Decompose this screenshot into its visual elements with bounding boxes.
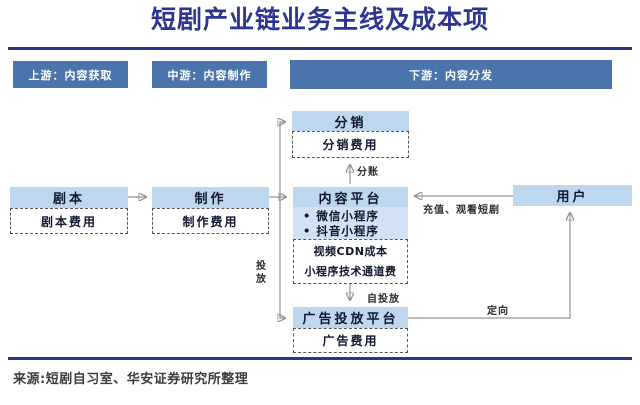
cost-video-cdn: 视频CDN成本: [313, 244, 388, 258]
node-distribution: 分销 分销费用: [292, 111, 409, 158]
edge-branch-to-distribution: [280, 122, 285, 197]
node-distribution-cost: 分销费用: [292, 131, 409, 158]
edge-branch-to-adplatform: [280, 197, 285, 318]
segment-downstream-label: 下游：内容分发: [409, 68, 493, 82]
segment-upstream-label: 上游：内容获取: [28, 68, 113, 82]
bottom-rule: [8, 357, 632, 360]
node-ad-platform-title: 广告投放平台: [293, 307, 408, 328]
node-ad-platform: 广告投放平台 广告费用: [293, 307, 408, 353]
channel-wechat-miniprogram: 微信小程序: [303, 209, 408, 224]
node-distribution-title: 分销: [292, 111, 409, 131]
edge-label-revenue-share: 分账: [357, 167, 379, 178]
channel-douyin-miniprogram: 抖音小程序: [303, 224, 408, 239]
segment-midstream-label: 中游：内容制作: [167, 68, 252, 82]
segment-upstream: 上游：内容获取: [13, 61, 128, 88]
source-note: 来源:短剧自习室、华安证券研究所整理: [13, 372, 249, 387]
node-script: 剧本 剧本费用: [10, 187, 128, 234]
node-content-platform-channels: 微信小程序 抖音小程序: [293, 207, 408, 239]
node-content-platform: 内容平台 微信小程序 抖音小程序 视频CDN成本 小程序技术通道费: [293, 187, 408, 284]
edge-label-placement: 投放: [256, 261, 267, 285]
figure-title: 短剧产业链业务主线及成本项: [150, 5, 489, 34]
node-production-title: 制作: [152, 187, 269, 208]
segment-downstream: 下游：内容分发: [290, 60, 612, 89]
node-ad-platform-cost: 广告费用: [293, 328, 408, 353]
cost-miniprogram-channel-fee: 小程序技术通道费: [304, 264, 397, 278]
title-underline: [8, 47, 632, 50]
edge-label-recharge-watch: 充值、观看短剧: [423, 205, 500, 216]
edge-label-self-placement: 自投放: [367, 294, 400, 305]
node-script-cost: 剧本费用: [10, 208, 128, 234]
node-content-platform-costs: 视频CDN成本 小程序技术通道费: [293, 239, 408, 284]
segment-midstream: 中游：内容制作: [152, 61, 267, 88]
node-content-platform-title: 内容平台: [293, 187, 408, 207]
node-script-title: 剧本: [10, 187, 128, 208]
node-user: 用户: [513, 185, 632, 206]
edge-label-targeting: 定向: [487, 306, 509, 317]
node-production: 制作 制作费用: [152, 187, 269, 234]
node-user-label: 用户: [556, 190, 589, 205]
node-production-cost: 制作费用: [152, 208, 269, 234]
